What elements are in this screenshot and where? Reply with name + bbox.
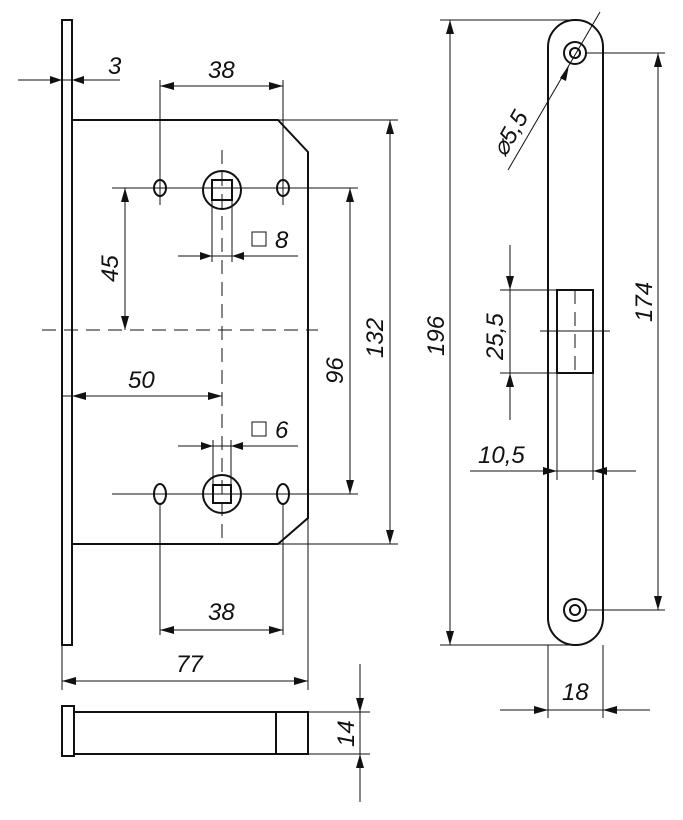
dim-text-77: 77	[176, 651, 204, 678]
faceplate-outline	[547, 19, 604, 646]
dim-handle-to-holes: 45	[97, 188, 129, 330]
dim-strike-height: 25,5	[482, 245, 557, 420]
dim-text-196: 196	[423, 315, 450, 356]
dim-text-14: 14	[333, 720, 360, 747]
dim-latch-width: 10,5	[470, 373, 636, 480]
dim-body-height: 132	[362, 120, 394, 544]
dim-text-174: 174	[631, 282, 658, 322]
dim-square-top: 8	[178, 227, 298, 260]
dim-backset: 50	[62, 367, 222, 400]
dim-text-25-5: 25,5	[482, 313, 509, 361]
upper-follower	[202, 170, 242, 210]
dim-text-45: 45	[97, 255, 124, 282]
dim-text-8: 8	[275, 227, 289, 254]
dim-text-132: 132	[362, 318, 389, 358]
square-symbol-top	[251, 231, 267, 247]
dim-text-10-5: 10,5	[478, 442, 525, 469]
dim-text-38-top: 38	[208, 57, 235, 84]
lock-body-view: 3 38 45 8 50	[18, 19, 398, 690]
dim-faceplate-thickness: 3	[18, 53, 122, 84]
dim-text-38-bottom: 38	[208, 599, 235, 626]
case-profile	[73, 711, 309, 755]
dim-case-thickness: 14	[333, 664, 364, 802]
square-symbol-bottom	[251, 421, 267, 437]
dim-text-3: 3	[108, 53, 122, 80]
dim-text-50: 50	[128, 367, 155, 394]
dim-faceplate-hole-spacing: 174	[586, 52, 665, 611]
faceplate-end	[61, 705, 75, 757]
lock-bottom-view: 14	[61, 664, 370, 802]
dim-faceplate-height: 196	[423, 19, 575, 646]
top-screw-hole	[563, 41, 587, 65]
dim-text-18: 18	[562, 679, 589, 706]
dim-hole-spacing-bottom: 38	[160, 599, 283, 634]
dim-text-6: 6	[275, 417, 289, 444]
faceplate-side	[61, 19, 73, 646]
dim-text-diameter: ⌀5,5	[487, 106, 535, 161]
dim-screw-hole-diameter: ⌀5,5	[487, 11, 601, 171]
faceplate-front-view: ⌀5,5 196 25,5 174	[423, 11, 665, 718]
dim-square-bottom: 6	[178, 417, 298, 450]
bottom-screw-hole	[563, 598, 587, 622]
lock-body-outline	[72, 119, 309, 545]
dim-text-96: 96	[322, 357, 349, 384]
dim-body-depth: 77	[62, 651, 308, 685]
dim-hole-spacing-top: 38	[160, 57, 283, 90]
dim-center-distance: 96	[322, 188, 354, 494]
dim-faceplate-width: 18	[500, 645, 650, 718]
